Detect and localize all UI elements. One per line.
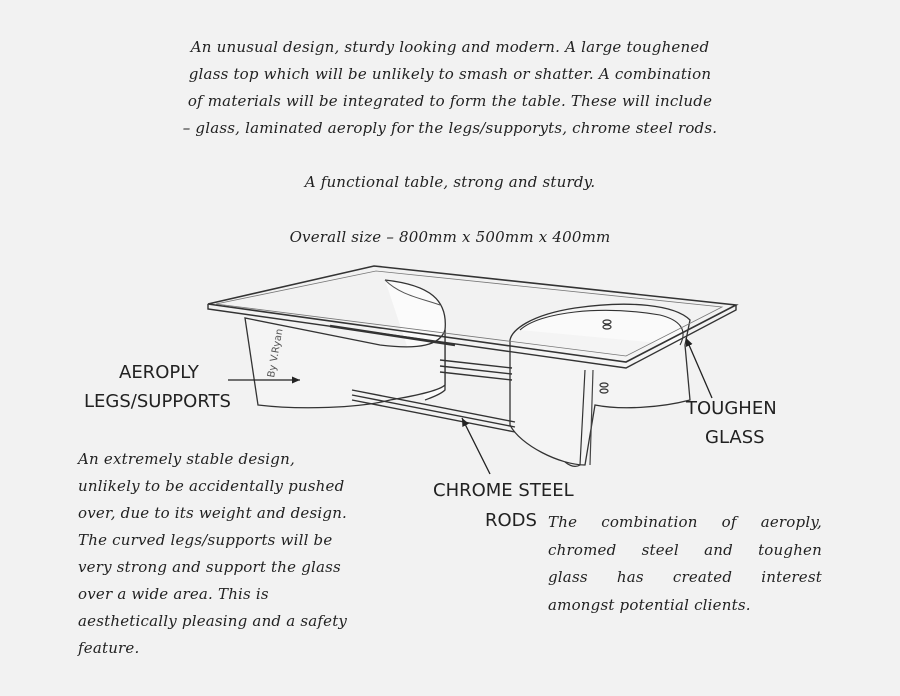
stability-line: over a wide area. This is [78, 585, 269, 603]
rod-end-caps [599, 319, 612, 394]
right-leg-inner [519, 309, 684, 346]
stability-line: unlikely to be accidentally pushed [78, 477, 345, 495]
stability-line: An extremely stable design, [78, 450, 295, 468]
size-text: Overall size – 800mm x 500mm x 400mm [289, 228, 611, 246]
word: chromed [548, 540, 617, 559]
combination-line: The combination of aeroply, [548, 509, 822, 537]
combination-line: amongst potential clients. [548, 592, 822, 620]
word: and [704, 540, 733, 559]
combination-line: glass has created interest [548, 564, 822, 592]
word: toughen [758, 540, 822, 559]
glass-top-edge [207, 304, 737, 369]
toughen-arrow [685, 337, 713, 399]
stability-line: aesthetically pleasing and a safety [78, 612, 348, 630]
glass-top-inner [215, 270, 724, 357]
stability-line: over, due to its weight and design. [78, 504, 348, 522]
word: interest [761, 568, 822, 586]
word: steel [641, 540, 679, 559]
intro-line: An unusual design, sturdy looking and mo… [190, 38, 710, 56]
left-leg-inner [384, 279, 441, 306]
chrome-arrow [461, 417, 491, 475]
word: The [548, 513, 578, 531]
word: aeroply, [760, 513, 822, 531]
toughen-glass-label: GLASS [705, 427, 765, 448]
stability-line: very strong and support the glass [78, 558, 341, 576]
stability-line: feature. [78, 639, 140, 657]
word: amongst potential clients. [548, 595, 751, 614]
word: combination [601, 513, 698, 531]
word: glass [548, 568, 588, 586]
aeroply-label: LEGS/SUPPORTS [84, 391, 231, 412]
intro-line: – glass, laminated aeroply for the legs/… [182, 119, 718, 137]
intro-line: glass top which will be unlikely to smas… [188, 65, 712, 83]
combination-line: chromed steel and toughen [548, 537, 822, 565]
right-leg-edge [564, 369, 586, 468]
left-leg [244, 317, 446, 409]
word: of [721, 513, 737, 531]
stability-paragraph: An extremely stable design, unlikely to … [78, 446, 347, 662]
word: has [616, 568, 644, 586]
intro-line: of materials will be integrated to form … [187, 92, 713, 110]
chrome-rods-label: RODS [485, 510, 537, 531]
functional-text: A functional table, strong and sturdy. [304, 173, 596, 191]
aeroply-label: AEROPLY [119, 362, 199, 383]
toughen-glass-label: TOUGHEN [686, 398, 777, 419]
chrome-rods-label: CHROME STEEL [433, 480, 574, 501]
stability-line: The curved legs/supports will be [78, 531, 333, 549]
word: created [672, 568, 733, 586]
combination-paragraph: The combination of aeroply, chromed stee… [548, 509, 822, 619]
